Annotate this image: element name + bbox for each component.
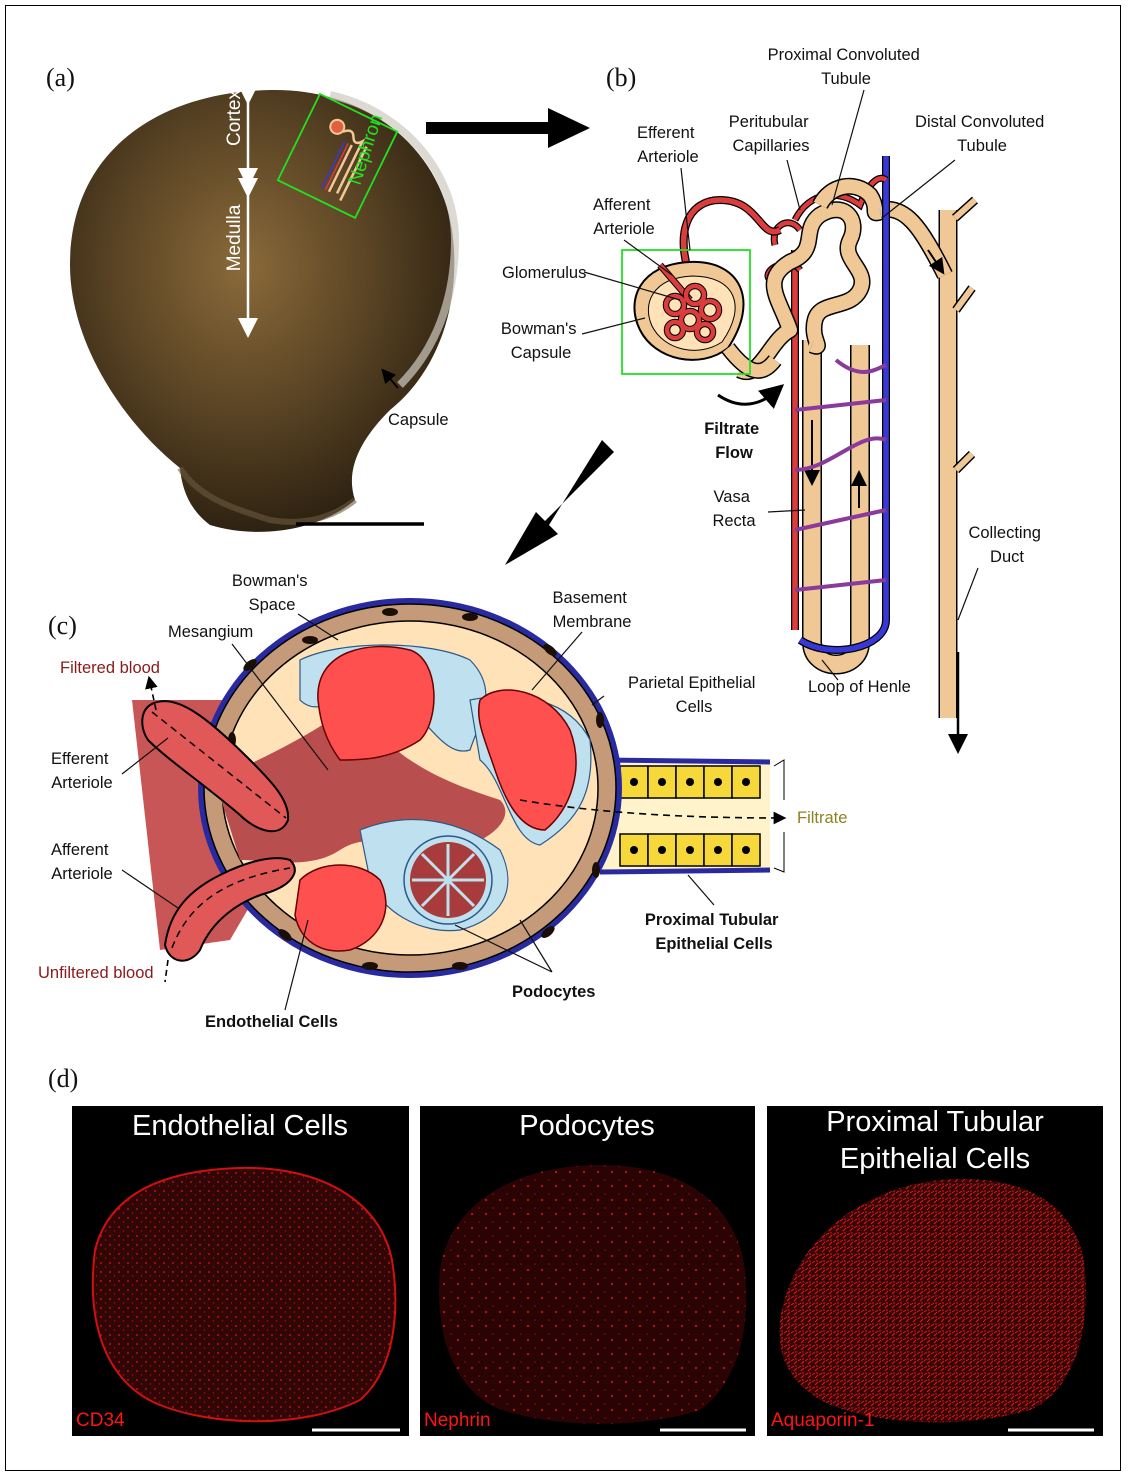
filtrate-flow-arrow bbox=[718, 392, 775, 404]
panel-a-letter: (a) bbox=[46, 63, 75, 92]
tile-podocytes: Podocytes Nephrin bbox=[420, 1106, 755, 1436]
filtrate-label: Filtrate bbox=[797, 809, 847, 827]
parietal-epithelial-label: Parietal Epithelial Cells bbox=[628, 674, 760, 716]
efferent-arteriole-label-c: Efferent Arteriole bbox=[51, 750, 113, 792]
dct-label: Distal Convoluted Tubule bbox=[915, 113, 1049, 155]
panel-c-letter: (c) bbox=[48, 611, 77, 640]
panel-a: (a) Cortex Medulla Nephron Capsule bbox=[46, 63, 455, 532]
filtered-blood-label: Filtered blood bbox=[60, 659, 160, 677]
basement-membrane-label: Basement Membrane bbox=[553, 589, 632, 631]
tile-podocytes-title: Podocytes bbox=[519, 1110, 654, 1142]
capsule-label: Capsule bbox=[388, 411, 449, 429]
afferent-arteriole-label-b: Afferent Arteriole bbox=[593, 196, 655, 238]
tile-proximal-tubular: Proximal Tubular Epithelial Cells Aquapo… bbox=[767, 1106, 1103, 1436]
panel-d: (d) Endothelial Cells CD34 Podocytes Nep… bbox=[48, 1064, 1103, 1436]
unfiltered-blood-label: Unfiltered blood bbox=[38, 964, 154, 982]
loop-of-henle bbox=[812, 340, 860, 665]
filtrate-flow-label: Filtrate Flow bbox=[704, 420, 764, 462]
tile-endothelial: Endothelial Cells CD34 bbox=[72, 1106, 409, 1436]
kidney-section-photo bbox=[70, 90, 455, 532]
afferent-arteriole-label-c: Afferent Arteriole bbox=[51, 841, 113, 883]
mesangium-label: Mesangium bbox=[168, 623, 253, 641]
podocyte-cell bbox=[404, 836, 492, 924]
bowmans-capsule-label: Bowman's Capsule bbox=[501, 320, 581, 362]
pct-label: Proximal Convoluted Tubule bbox=[768, 46, 925, 88]
glomerulus-label: Glomerulus bbox=[502, 264, 586, 282]
tile-proximal-title-line2: Epithelial Cells bbox=[840, 1143, 1030, 1175]
peritubular-capillaries-label: Peritubular Capillaries bbox=[729, 113, 813, 155]
endothelial-cells-label: Endothelial Cells bbox=[205, 1013, 338, 1031]
loop-of-henle-label: Loop of Henle bbox=[808, 678, 911, 696]
cortex-label: Cortex bbox=[224, 90, 245, 146]
efferent-arteriole-label: Efferent Arteriole bbox=[637, 124, 699, 166]
panel-b-leader-lines bbox=[582, 90, 978, 680]
tile-endothelial-title: Endothelial Cells bbox=[132, 1110, 348, 1142]
collecting-duct bbox=[948, 200, 975, 744]
proximal-tubular-epithelial-label: Proximal Tubular Epithelial Cells bbox=[645, 911, 783, 953]
panel-b-letter: (b) bbox=[606, 63, 636, 92]
arrow-b-to-c bbox=[505, 440, 614, 565]
podocytes-label: Podocytes bbox=[512, 983, 595, 1001]
panel-c: (c) bbox=[38, 572, 847, 1031]
tile-proximal-title-line1: Proximal Tubular bbox=[826, 1106, 1044, 1138]
arrow-a-to-b bbox=[426, 108, 590, 148]
panel-b: (b) bbox=[501, 46, 1049, 744]
stain-nephrin: Nephrin bbox=[424, 1410, 491, 1431]
proximal-convoluted-tubule bbox=[740, 186, 880, 371]
panel-d-letter: (d) bbox=[48, 1064, 78, 1093]
stain-cd34: CD34 bbox=[76, 1410, 125, 1431]
stain-aquaporin: Aquaporin-1 bbox=[771, 1410, 875, 1431]
medulla-label: Medulla bbox=[224, 204, 245, 271]
collecting-duct-label: Collecting Duct bbox=[968, 524, 1045, 566]
vasa-recta-label: Vasa Recta bbox=[712, 488, 756, 530]
glomerulus-bowmans-capsule bbox=[622, 250, 775, 374]
bowmans-space-label: Bowman's Space bbox=[232, 572, 312, 614]
